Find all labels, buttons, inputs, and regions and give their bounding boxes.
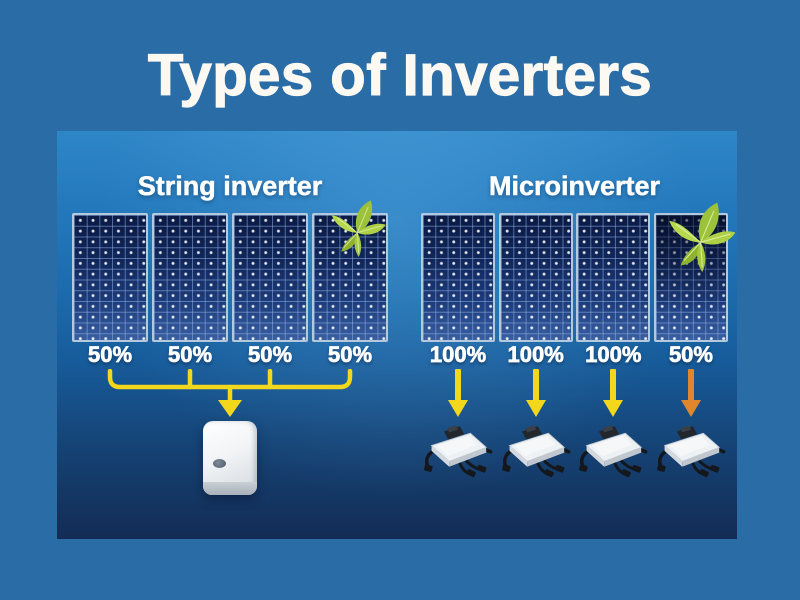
microinverter-device — [421, 419, 495, 481]
microinverter-device — [654, 419, 728, 481]
solar-panel — [576, 213, 651, 342]
leaf-icon — [669, 202, 736, 273]
solar-panel — [421, 213, 495, 342]
output-percentage: 100% — [507, 342, 564, 368]
string-panel-array — [72, 213, 388, 342]
solar-panel — [498, 213, 573, 342]
output-percentage: 100% — [429, 342, 487, 368]
microinverter-heading: Microinverter — [488, 171, 661, 202]
leaf-icon — [331, 200, 386, 257]
string-inverter-device — [203, 421, 257, 495]
down-arrow-icon — [603, 369, 624, 417]
microinverter-device-row — [421, 419, 728, 481]
micro-arrow-row — [421, 369, 728, 419]
solar-panel — [152, 213, 228, 342]
down-arrow-icon — [448, 369, 468, 417]
down-arrow-orange-icon — [680, 369, 701, 417]
microinverter-icon — [579, 425, 648, 478]
output-percentage: 50% — [327, 342, 373, 368]
solar-panel — [72, 213, 148, 342]
inverter-base — [203, 482, 257, 495]
string-bus-arrow-icon — [107, 369, 353, 417]
output-percentage: 50% — [668, 342, 714, 368]
micro-output-labels: 100% 100% 100% 50% — [421, 342, 728, 368]
microinverter-icon — [656, 425, 726, 478]
output-percentage: 100% — [585, 342, 642, 368]
string-output-labels: 50% 50% 50% 50% — [72, 342, 388, 368]
inverter-logo — [212, 458, 227, 469]
microinverter-icon — [424, 425, 493, 478]
solar-panel — [312, 213, 388, 342]
microinverter-device — [576, 419, 650, 481]
output-percentage: 50% — [167, 342, 213, 368]
page-title: Types of Inverters — [147, 42, 653, 108]
output-percentage: 50% — [87, 342, 133, 368]
down-arrow-icon — [525, 369, 546, 417]
solar-panel — [232, 213, 308, 342]
microinverter-device — [499, 419, 573, 481]
string-inverter-heading: String inverter — [137, 171, 323, 202]
micro-panel-array — [421, 213, 728, 342]
inverter-comparison-photo: String inverter Microinverter 50% 50% 50… — [57, 131, 737, 539]
microinverter-icon — [501, 425, 571, 478]
output-percentage: 50% — [247, 342, 293, 368]
